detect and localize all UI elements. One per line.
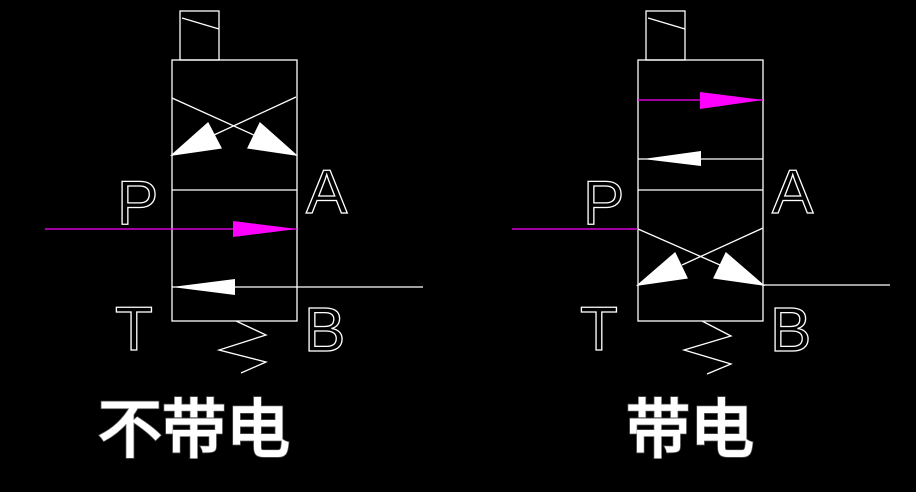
valve-de-energized (45, 10, 423, 374)
arrow-head-right (247, 121, 299, 156)
port-label-B: B (770, 296, 811, 365)
flow-arrow-P-to-A (233, 221, 297, 237)
cross-line-1 (637, 228, 721, 266)
arrow-head-left (635, 251, 688, 286)
spring (681, 320, 733, 375)
port-label-A: A (306, 158, 348, 227)
cross-line-1 (171, 97, 257, 137)
port-label-P: P (583, 169, 624, 238)
solenoid-coil-line (181, 17, 220, 30)
flow-arrow-A-to-T (643, 151, 701, 166)
port-label-T: T (580, 295, 618, 364)
port-label-B: B (304, 296, 345, 365)
arrow-head-left (169, 121, 222, 156)
cross-line-2 (213, 96, 297, 136)
spring (216, 320, 268, 374)
flow-arrow-P-to-A (700, 92, 763, 109)
port-label-T: T (115, 295, 153, 364)
valve-energized (512, 10, 890, 375)
solenoid (645, 10, 686, 61)
cross-line-2 (681, 227, 764, 266)
solenoid-coil-line (647, 17, 686, 30)
port-label-A: A (772, 158, 814, 227)
arrow-head-right (713, 251, 766, 286)
flow-arrow-B-to-T (172, 279, 235, 295)
state-caption-energized: 带电 (626, 393, 754, 468)
port-label-P: P (117, 169, 158, 238)
state-caption-de-energized: 不带电 (98, 393, 290, 468)
solenoid (179, 10, 220, 61)
